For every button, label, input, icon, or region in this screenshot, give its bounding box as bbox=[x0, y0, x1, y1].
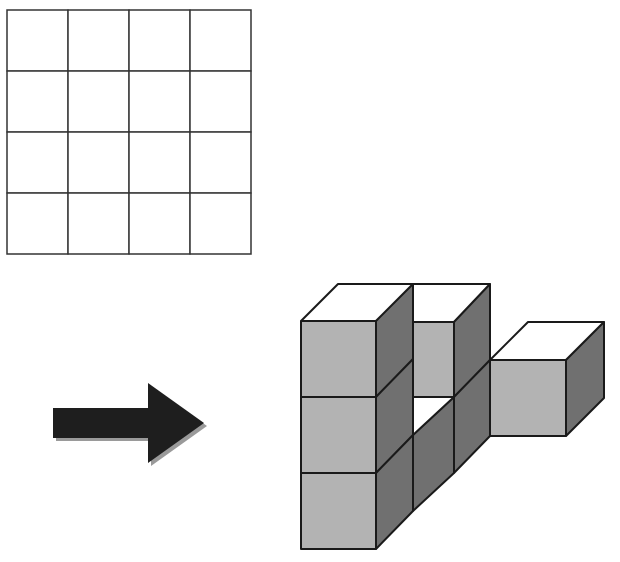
grid-cell bbox=[128, 70, 191, 133]
grid-cell bbox=[67, 192, 130, 255]
cube-side-face bbox=[375, 434, 414, 550]
cube-right bbox=[489, 321, 605, 437]
cube-structure bbox=[300, 283, 605, 550]
cube-front-face bbox=[489, 359, 567, 437]
grid-cell bbox=[128, 9, 191, 72]
grid-cell bbox=[6, 131, 69, 194]
grid-cell bbox=[67, 131, 130, 194]
cube-side-face bbox=[565, 321, 605, 437]
grid-cell bbox=[189, 70, 252, 133]
grid-cell bbox=[128, 192, 191, 255]
cube-front-face bbox=[412, 321, 455, 398]
grid-cell bbox=[6, 192, 69, 255]
grid-cell bbox=[67, 70, 130, 133]
arrow-right-icon bbox=[53, 383, 207, 466]
cube-front-face bbox=[300, 396, 377, 474]
grid-cell bbox=[6, 70, 69, 133]
cube-back-upper bbox=[412, 283, 491, 398]
grid-cell bbox=[189, 9, 252, 72]
cube-front-face bbox=[300, 320, 377, 398]
square-grid bbox=[6, 9, 252, 255]
grid-cell bbox=[67, 9, 130, 72]
grid-cell bbox=[189, 192, 252, 255]
cube-column-front bbox=[300, 283, 414, 550]
arrow-body bbox=[53, 383, 204, 463]
grid-cell bbox=[128, 131, 191, 194]
cube-front-face bbox=[300, 472, 377, 550]
grid-cell bbox=[189, 131, 252, 194]
grid-cell bbox=[6, 9, 69, 72]
